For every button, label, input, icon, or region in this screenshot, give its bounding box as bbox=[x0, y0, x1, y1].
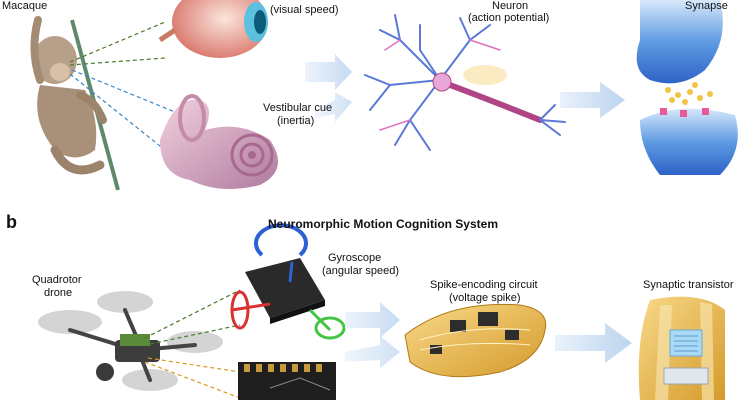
drone-label-2: drone bbox=[44, 287, 73, 299]
accelerometer-chip-illustration bbox=[238, 362, 336, 400]
spike-circuit-illustration bbox=[404, 303, 547, 378]
macaque-label: Macaque bbox=[2, 0, 48, 12]
vestibular-label: Vestibular cue bbox=[263, 102, 333, 114]
visual-cue-sub-label: (visual speed) bbox=[270, 4, 339, 16]
macaque-connectors bbox=[69, 21, 176, 151]
panel-b-letter: b bbox=[6, 212, 17, 232]
drone-connectors bbox=[144, 289, 241, 399]
drone-illustration bbox=[38, 291, 223, 391]
neuron-label: Neuron bbox=[492, 0, 529, 12]
eye-illustration bbox=[158, 0, 268, 58]
neuron-sub-label: (action potential) bbox=[468, 12, 550, 24]
spike-circuit-sub-label: (voltage spike) bbox=[449, 292, 521, 304]
panel-b-title: Neuromorphic Motion Cognition System bbox=[268, 217, 498, 231]
synaptic-transistor-label: Synaptic transistor bbox=[643, 279, 734, 291]
gyroscope-label: Gyroscope bbox=[328, 252, 382, 264]
synapse-illustration bbox=[636, 0, 738, 175]
gyroscope-illustration bbox=[230, 223, 346, 340]
vestibular-sub-label: (inertia) bbox=[277, 115, 315, 127]
flow-arrows-b bbox=[345, 302, 632, 368]
spike-circuit-label: Spike-encoding circuit bbox=[430, 279, 538, 291]
gyroscope-sub-label: (angular speed) bbox=[322, 265, 400, 277]
macaque-illustration bbox=[30, 16, 120, 191]
flow-arrows-a bbox=[305, 54, 625, 122]
synapse-label: Synapse bbox=[685, 0, 728, 12]
drone-label-1: Quadrotor bbox=[32, 274, 82, 286]
inner-ear-illustration bbox=[160, 94, 278, 189]
neuron-illustration bbox=[364, 14, 566, 151]
synaptic-transistor-illustration bbox=[638, 296, 725, 400]
